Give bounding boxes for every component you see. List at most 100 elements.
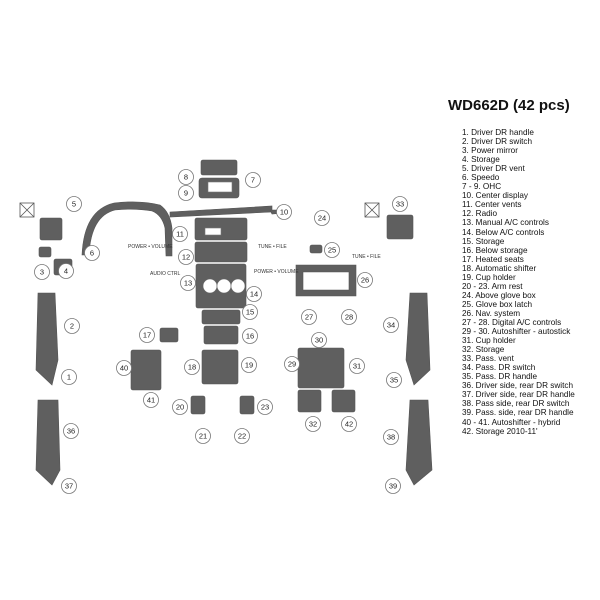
- legend-item: 27 - 28. Digital A/C controls: [462, 317, 562, 327]
- callout-label: 10: [280, 208, 288, 217]
- kit-title: WD662D (42 pcs): [448, 97, 570, 114]
- callout-label: 29: [288, 360, 296, 369]
- piece-radio: [194, 241, 248, 263]
- callout-34: 34: [383, 317, 399, 333]
- callout-22: 22: [234, 428, 250, 444]
- legend-item: 34. Pass. DR switch: [462, 363, 536, 373]
- legend-item: 7 - 9. OHC: [462, 182, 502, 192]
- callout-17: 17: [139, 327, 155, 343]
- piece-arm-rest-23: [239, 395, 255, 415]
- callout-25: 25: [324, 242, 340, 258]
- callout-label: 39: [389, 482, 397, 491]
- callout-32: 32: [305, 416, 321, 432]
- piece-storage: [203, 325, 239, 345]
- piece-heated-seats: [159, 327, 179, 343]
- callout-31: 31: [349, 358, 365, 374]
- callout-label: 42: [345, 420, 353, 429]
- label-power-volume: POWER • VOLUME: [128, 244, 173, 250]
- callout-42: 42: [341, 416, 357, 432]
- piece-mirror: [38, 246, 52, 258]
- callout-label: 35: [390, 376, 398, 385]
- piece-storage-32: [297, 389, 322, 413]
- callout-30: 30: [311, 332, 327, 348]
- callout-26: 26: [357, 272, 373, 288]
- callout-label: 30: [315, 336, 323, 345]
- legend-item: 1. Driver DR handle: [462, 128, 534, 137]
- legend-item: 38. Pass side, rear DR switch: [462, 399, 570, 409]
- callout-14: 14: [246, 286, 262, 302]
- callout-label: 16: [246, 332, 254, 341]
- callout-label: 33: [396, 200, 404, 209]
- piece-door-switch-right: [405, 292, 431, 386]
- piece-ohc-top: [200, 159, 238, 176]
- callout-33: 33: [392, 196, 408, 212]
- legend-item: 20 - 23. Arm rest: [462, 281, 523, 291]
- callout-1: 1: [61, 369, 77, 385]
- callout-7: 7: [245, 172, 261, 188]
- legend-item: 39. Pass. side, rear DR handle: [462, 408, 574, 418]
- label-audio-ctrl: AUDIO CTRL: [150, 271, 181, 277]
- piece-vent-left: [39, 217, 63, 241]
- callout-label: 3: [40, 268, 44, 277]
- legend-item: 18. Automatic shifter: [462, 263, 537, 273]
- legend-item: 15. Storage: [462, 236, 505, 246]
- callout-label: 23: [261, 403, 269, 412]
- piece-autostick: [297, 347, 345, 389]
- piece-arm-rest-20: [190, 395, 206, 415]
- callout-9: 9: [178, 185, 194, 201]
- callout-15: 15: [242, 304, 258, 320]
- piece-pass-vent: [386, 214, 414, 240]
- piece-hybrid-shifter: [130, 349, 162, 391]
- piece-speedo: [81, 201, 173, 257]
- callout-label: 18: [188, 363, 196, 372]
- callout-label: 37: [65, 482, 73, 491]
- label-tune-file-left: TUNE • FILE: [258, 244, 287, 250]
- callout-18: 18: [184, 359, 200, 375]
- callout-6: 6: [84, 245, 100, 261]
- callout-label: 11: [176, 230, 184, 239]
- callout-label: 6: [90, 249, 94, 258]
- legend-item: 13. Manual A/C controls: [462, 218, 549, 228]
- callout-label: 32: [309, 420, 317, 429]
- callout-27: 27: [301, 309, 317, 325]
- legend-item: 11. Center vents: [462, 200, 522, 210]
- callout-29: 29: [284, 356, 300, 372]
- callout-5: 5: [66, 196, 82, 212]
- callout-label: 2: [70, 322, 74, 331]
- label-tune-file-right: TUNE • FILE: [352, 254, 381, 260]
- legend-item: 29 - 30. Autoshifter - autostick: [462, 327, 571, 337]
- callout-label: 34: [387, 321, 395, 330]
- legend-item: 12. Radio: [462, 209, 498, 219]
- label-power-volume-2: POWER • VOLUME: [254, 269, 299, 275]
- callout-label: 20: [176, 403, 184, 412]
- callout-37: 37: [61, 478, 77, 494]
- callout-label: 38: [387, 433, 395, 442]
- callout-36: 36: [63, 423, 79, 439]
- legend-item: 31. Cup holder: [462, 336, 516, 346]
- legend-item: 3. Power mirror: [462, 146, 518, 156]
- legend-item: 40 - 41. Autoshifter - hybrid: [462, 417, 561, 427]
- legend-item: 33. Pass. vent: [462, 354, 514, 364]
- piece-shifter: [201, 349, 239, 385]
- callout-label: 1: [67, 373, 71, 382]
- piece-glovebox-latch: [309, 244, 323, 254]
- callout-4: 4: [58, 263, 74, 279]
- crossed-box-icons: [19, 202, 380, 218]
- piece-storage-42: [331, 389, 356, 413]
- callout-label: 9: [184, 189, 188, 198]
- callout-label: 26: [361, 276, 369, 285]
- callout-label: 5: [72, 200, 76, 209]
- callout-label: 22: [238, 432, 246, 441]
- callout-28: 28: [341, 309, 357, 325]
- callout-label: 41: [147, 396, 155, 405]
- callout-8: 8: [178, 169, 194, 185]
- callout-label: 28: [345, 313, 353, 322]
- callout-21: 21: [195, 428, 211, 444]
- legend-item: 4. Storage: [462, 155, 500, 165]
- legend-item: 10. Center display: [462, 191, 528, 201]
- legend-item: 6. Speedo: [462, 173, 500, 183]
- legend-item: 32. Storage: [462, 345, 505, 355]
